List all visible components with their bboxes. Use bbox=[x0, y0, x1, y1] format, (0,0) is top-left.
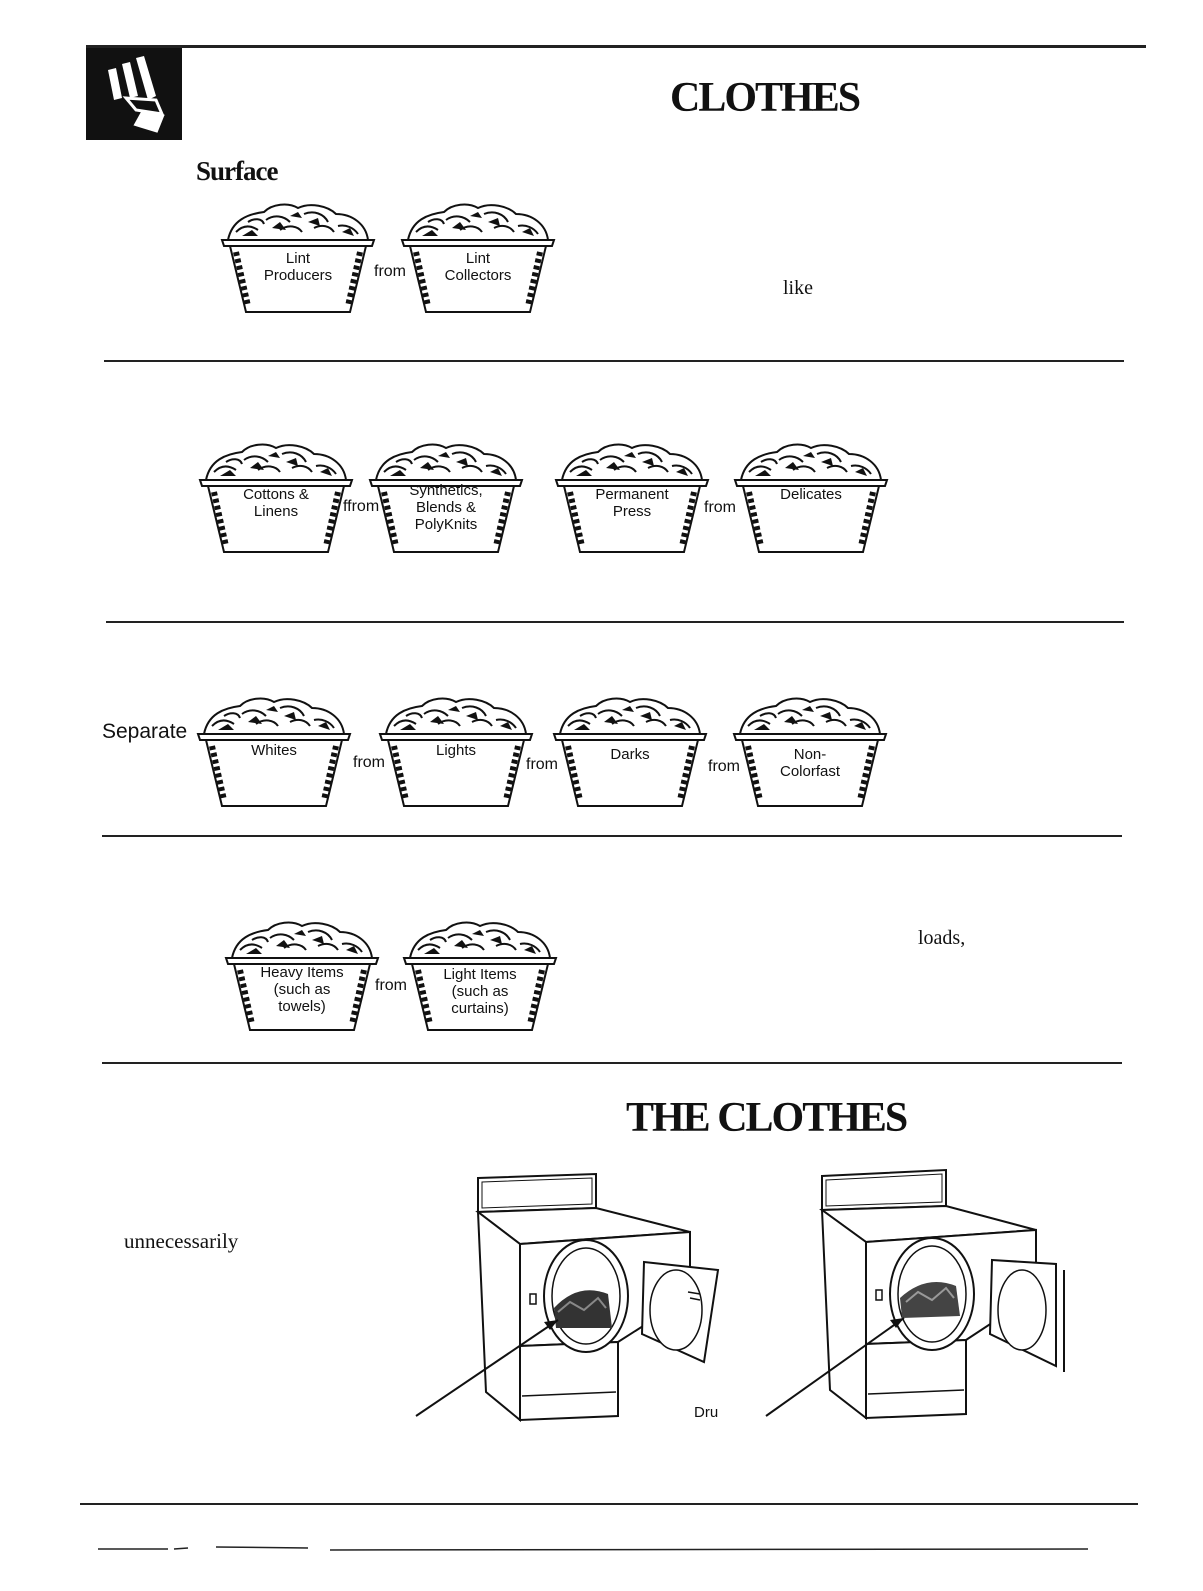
dryer-illustration-left bbox=[408, 1170, 728, 1430]
basket-light-items: Light Items (such as curtains) bbox=[400, 918, 560, 1038]
section-title: THE CLOTHES bbox=[626, 1095, 908, 1141]
weight-side-text: loads, bbox=[918, 927, 966, 949]
separate-label: Separate bbox=[102, 720, 188, 743]
basket-whites: Whites bbox=[194, 694, 354, 814]
basket-label: Synthetics, Blends & PolyKnits bbox=[409, 482, 483, 533]
basket-label: Cottons & Linens bbox=[243, 486, 309, 520]
section-divider bbox=[102, 1062, 1122, 1064]
footer-marks bbox=[98, 1540, 1098, 1551]
connector-from: from bbox=[704, 499, 736, 516]
basket-permanent-press: Permanent Press bbox=[552, 440, 712, 560]
section-divider bbox=[104, 360, 1124, 362]
basket-label: Heavy Items (such as towels) bbox=[260, 964, 344, 1015]
connector-from: from bbox=[526, 756, 558, 773]
basket-label: Non- Colorfast bbox=[779, 746, 841, 780]
surface-side-text: like bbox=[783, 277, 813, 299]
dryer-illustration-right bbox=[760, 1166, 1070, 1430]
basket-cottons-linens: Cottons & Linens bbox=[196, 440, 356, 560]
basket-lights: Lights bbox=[376, 694, 536, 814]
basket-synthetics-blends: Synthetics, Blends & PolyKnits bbox=[366, 440, 526, 560]
basket-label: Darks bbox=[610, 746, 650, 763]
basket-label: Light Items (such as curtains) bbox=[443, 966, 517, 1017]
hand-pressing-button-icon bbox=[86, 48, 182, 140]
header-rule bbox=[86, 45, 1146, 48]
surface-heading: Surface bbox=[196, 156, 278, 186]
basket-label: Delicates bbox=[780, 486, 842, 503]
section-divider bbox=[106, 621, 1124, 623]
basket-label: Lint Collectors bbox=[444, 250, 512, 284]
basket-heavy-items: Heavy Items (such as towels) bbox=[222, 918, 382, 1038]
basket-lint-producers: Lint Producers bbox=[218, 200, 378, 320]
connector-from: ffrom bbox=[343, 498, 380, 515]
basket-label: Lint Producers bbox=[263, 250, 333, 284]
page-title: CLOTHES bbox=[670, 75, 861, 121]
basket-darks: Darks bbox=[550, 694, 710, 814]
section-divider bbox=[102, 835, 1122, 837]
basket-delicates: Delicates bbox=[731, 440, 891, 560]
figure-caption: Dru bbox=[694, 1404, 719, 1421]
footer-rule bbox=[80, 1503, 1138, 1505]
basket-label: Permanent Press bbox=[595, 486, 669, 520]
connector-from: from bbox=[353, 754, 385, 771]
connector-from: from bbox=[708, 758, 740, 775]
basket-label: Whites bbox=[251, 742, 297, 759]
connector-from: from bbox=[375, 977, 407, 994]
basket-label: Lights bbox=[435, 742, 477, 759]
basket-lint-collectors: Lint Collectors bbox=[398, 200, 558, 320]
connector-from: from bbox=[374, 263, 406, 280]
basket-non-colorfast: Non- Colorfast bbox=[730, 694, 890, 814]
load-side-text: unnecessarily bbox=[124, 1229, 239, 1253]
